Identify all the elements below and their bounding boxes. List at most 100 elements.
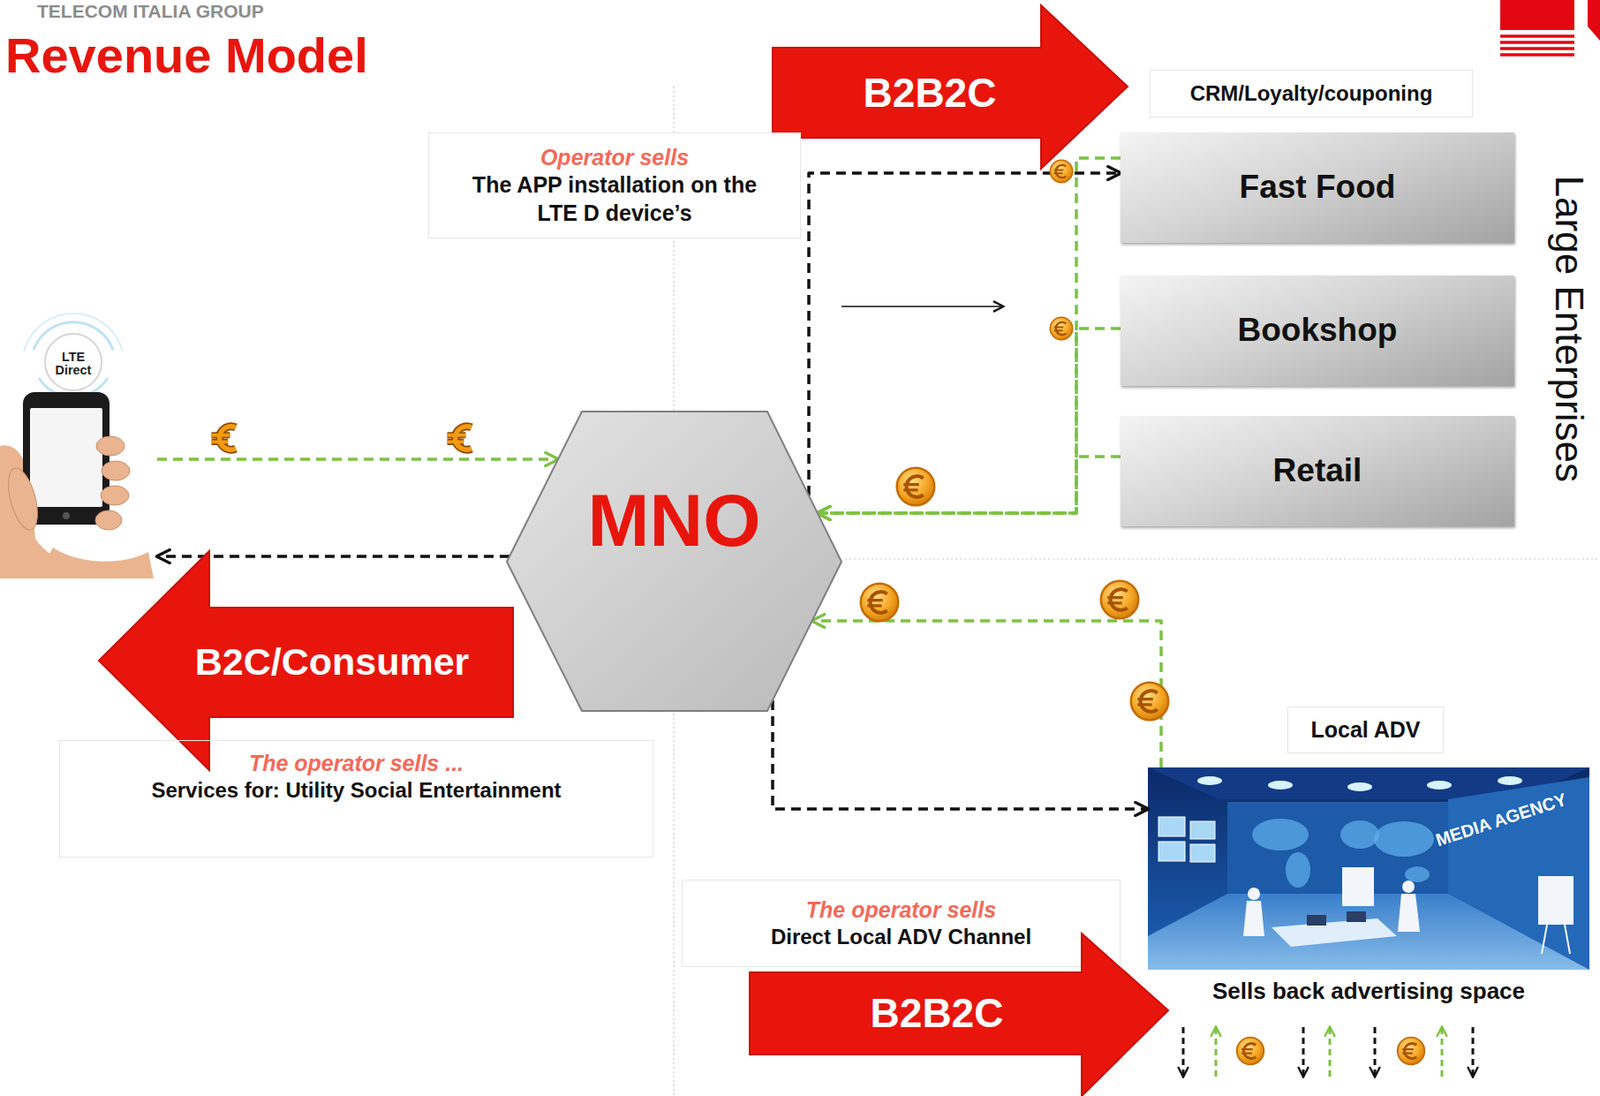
logo-block — [1500, 0, 1575, 31]
note-text: The operator sells — [691, 896, 1111, 924]
map-shape — [1252, 818, 1309, 851]
tag-text: CRM/Loyalty/couponing — [1159, 80, 1464, 107]
arrow-outline — [749, 933, 1169, 1096]
note-box: Operator sellsThe APP installation on th… — [428, 132, 801, 239]
wall-screen — [1190, 821, 1216, 839]
brand-name: TELECOM ITALIA GROUP — [37, 0, 265, 23]
enterprise-box: Retail — [1120, 415, 1515, 527]
caption-text: Sells back advertising space — [1212, 977, 1525, 1005]
board — [1342, 867, 1374, 906]
ceiling-light — [1426, 780, 1452, 790]
arrow-banner: B2B2C — [772, 5, 1128, 169]
flow-arrow — [1471, 1026, 1475, 1077]
arrow-outline — [772, 5, 1128, 169]
euro-coin — [1237, 1037, 1265, 1065]
note-text: The APP installation on the LTE D device… — [455, 171, 774, 227]
media-agency-illustration — [1147, 767, 1590, 970]
finger — [95, 510, 122, 530]
text-area: B2B2C — [807, 47, 1052, 138]
connector — [808, 173, 1121, 496]
board — [1538, 875, 1574, 925]
connector — [817, 328, 1121, 514]
banner-text: B2B2C — [870, 989, 1004, 1037]
phone-illustration — [0, 313, 154, 579]
euro-coin — [1397, 1037, 1426, 1065]
euro-coin — [1049, 159, 1073, 183]
map-shape — [1285, 852, 1311, 888]
text-area: Sells back advertising space — [1147, 972, 1590, 1010]
thumb — [2, 465, 44, 534]
arrow-outline — [98, 550, 514, 770]
badge-text: LTE Direct — [46, 350, 100, 378]
desk — [1271, 918, 1397, 947]
note-text: Direct Local ADV Channel — [691, 923, 1111, 951]
figure-head — [1402, 880, 1415, 893]
hexagon-outline — [506, 411, 842, 711]
enterprise-box: Bookshop — [1120, 275, 1515, 386]
finger — [100, 485, 129, 506]
figure-body — [1243, 900, 1265, 936]
connector — [772, 700, 1148, 809]
text-area: Bookshop — [1120, 275, 1515, 386]
tag-box: CRM/Loyalty/couponing — [1149, 69, 1473, 118]
flow-arrow — [1215, 1026, 1218, 1077]
ad-flow-arrows — [1183, 1026, 1473, 1077]
note-text: Services for: Utility Social Entertainme… — [68, 777, 644, 804]
divider-line — [845, 558, 1600, 559]
room — [1147, 767, 1590, 970]
ceiling-light — [1347, 782, 1373, 792]
figure-body — [1397, 893, 1420, 932]
logo-stripe — [1500, 52, 1575, 57]
ceiling-light — [1497, 776, 1523, 785]
enterprise-box: Fast Food — [1120, 132, 1515, 243]
euro-coin — [860, 583, 899, 622]
logo-stripe — [1500, 46, 1575, 51]
wall-screen — [1158, 841, 1185, 861]
euro-coin — [1101, 581, 1140, 619]
connector — [817, 158, 1121, 514]
wall-screen — [1190, 844, 1216, 862]
flow-arrow — [1182, 1026, 1185, 1077]
euro-coin — [1131, 682, 1170, 721]
tag-box: Local ADV — [1287, 706, 1444, 754]
connector — [157, 457, 559, 461]
flow-arrow — [1302, 1026, 1306, 1077]
banner-text: B2C/Consumer — [195, 640, 470, 684]
group-label: Large Enterprises — [1546, 174, 1592, 482]
box-label: Bookshop — [1237, 310, 1398, 350]
pointer-arrow — [841, 305, 1004, 308]
arrow-banner: B2B2C — [749, 933, 1169, 1096]
box-label: Retail — [1273, 451, 1363, 491]
flow-arrow — [1373, 1026, 1377, 1077]
note-box: The operator sells ...Services for: Util… — [59, 739, 654, 858]
box-label: Fast Food — [1239, 167, 1397, 207]
tag-text: Local ADV — [1293, 716, 1438, 744]
hexagon-shape — [506, 411, 842, 711]
euro-coin — [897, 467, 936, 506]
finger — [96, 436, 125, 456]
map-shape — [1404, 866, 1430, 883]
logo-stripe — [1500, 34, 1575, 38]
back-wall — [1227, 801, 1449, 894]
flow-arrow — [1441, 1026, 1444, 1077]
wall-screen — [1158, 816, 1185, 837]
text-area: LTE Direct — [46, 344, 100, 384]
connector — [817, 456, 1121, 514]
brand-logo — [1500, 0, 1600, 55]
note-text: Operator sells — [455, 143, 774, 172]
laptop — [1306, 914, 1327, 926]
map-shape — [1340, 820, 1380, 849]
page-title: Revenue Model — [5, 28, 369, 84]
flow-arrow — [1328, 1026, 1332, 1077]
phone-button — [62, 512, 70, 520]
hexagon-label: MNO — [588, 479, 762, 561]
figure-head — [1247, 887, 1261, 900]
board-leg — [1541, 924, 1548, 954]
logo-stripe — [1500, 40, 1575, 45]
ceiling-light — [1197, 776, 1223, 785]
euro-symbol — [211, 426, 237, 450]
phone-device: LTE Direct — [0, 309, 158, 579]
phone-screen — [30, 407, 103, 507]
finger — [101, 460, 130, 481]
arrow-banner: B2C/Consumer — [98, 550, 514, 770]
